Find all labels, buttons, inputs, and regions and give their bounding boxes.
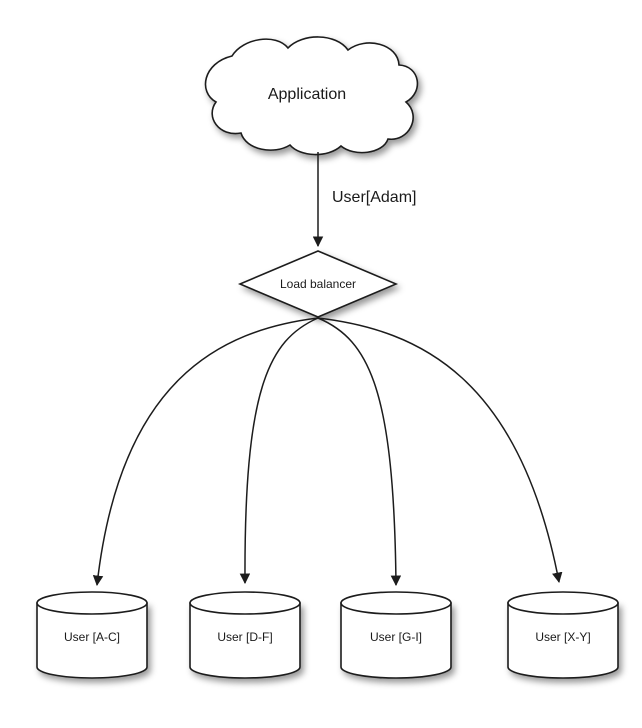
database-1-label: User [A-C] xyxy=(64,630,120,644)
node-database-1[interactable]: User [A-C] xyxy=(36,591,148,679)
edges-load-balancer-to-databases xyxy=(92,317,563,587)
cylinder-top xyxy=(36,591,148,615)
cylinder-body xyxy=(507,602,619,679)
edge-label-user-adam: User[Adam] xyxy=(332,189,416,206)
application-label: Application xyxy=(268,86,346,103)
cylinder-top xyxy=(340,591,452,615)
edge-to-db-3 xyxy=(317,317,402,587)
cylinder-body xyxy=(189,602,301,679)
database-4-label: User [X-Y] xyxy=(535,630,590,644)
cloud-shape xyxy=(204,36,419,156)
cylinder-body xyxy=(340,602,452,679)
cylinder-body xyxy=(36,602,148,679)
database-2-label: User [D-F] xyxy=(217,630,272,644)
node-application[interactable]: Application xyxy=(204,36,419,156)
diamond-shape xyxy=(237,250,399,318)
edge-to-db-2 xyxy=(239,317,319,585)
database-3-label: User [G-I] xyxy=(370,630,422,644)
cylinder-top xyxy=(189,591,301,615)
edge-to-db-1 xyxy=(92,317,319,587)
edge-application-to-load-balancer: User[Adam] xyxy=(312,152,416,248)
node-database-2[interactable]: User [D-F] xyxy=(189,591,301,679)
edge-to-db-4 xyxy=(317,317,563,584)
node-database-3[interactable]: User [G-I] xyxy=(340,591,452,679)
node-database-4[interactable]: User [X-Y] xyxy=(507,591,619,679)
node-load-balancer[interactable]: Load balancer xyxy=(237,250,399,318)
cylinder-top xyxy=(507,591,619,615)
load-balancer-label: Load balancer xyxy=(280,277,356,291)
